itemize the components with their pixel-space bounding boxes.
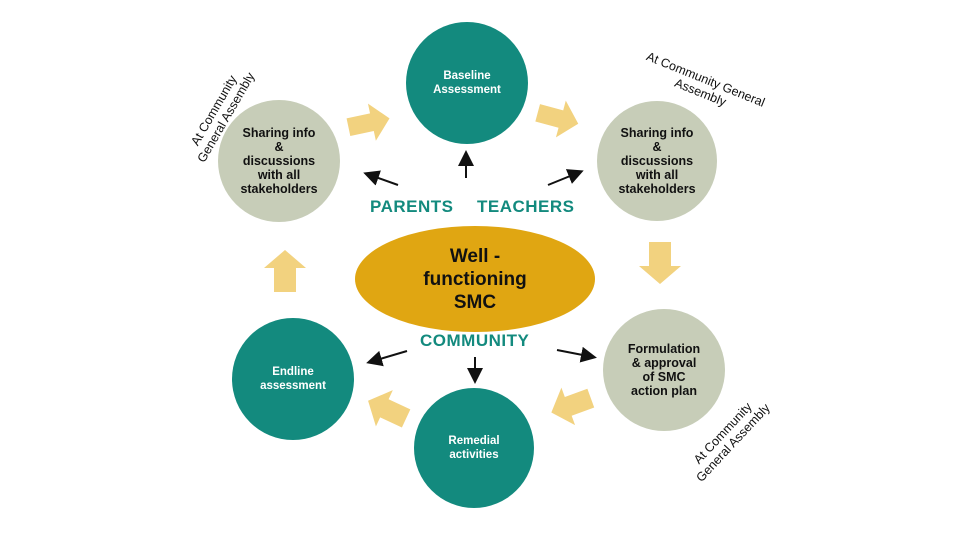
endline-assessment-label: Endline assessment bbox=[260, 366, 326, 392]
connector-to-formulation bbox=[556, 346, 597, 363]
connector-to-endline bbox=[366, 350, 408, 367]
formulation-action-plan-label: Formulation & approval of SMC action pla… bbox=[627, 342, 701, 398]
parents-label: PARENTS bbox=[370, 197, 454, 216]
teachers-label: TEACHERS bbox=[477, 197, 575, 216]
well-functioning-smc-label: Well - functioning SMC bbox=[423, 245, 527, 313]
remedial-activities-circle: Remedial activities bbox=[414, 388, 534, 508]
sharing-info-left-circle: Sharing info & discussions with all stak… bbox=[218, 100, 340, 222]
sharing-info-left-label: Sharing info & discussions with all stak… bbox=[240, 126, 318, 196]
sharing-info-right-circle: Sharing info & discussions with all stak… bbox=[597, 101, 717, 221]
well-functioning-smc-ellipse: Well - functioning SMC bbox=[355, 226, 595, 332]
baseline-assessment-label: Baseline Assessment bbox=[433, 70, 501, 96]
sharing-info-right-label: Sharing info & discussions with all stak… bbox=[618, 126, 696, 196]
cycle-arrow-to-formulation bbox=[639, 242, 681, 284]
cycle-arrow-to-remedial bbox=[551, 387, 595, 426]
connector-to-sharing-right bbox=[547, 169, 584, 186]
cycle-arrow-to-baseline bbox=[346, 103, 390, 141]
formulation-action-plan-circle: Formulation & approval of SMC action pla… bbox=[603, 309, 725, 431]
cycle-arrow-to-endline bbox=[368, 390, 411, 428]
cycle-arrow-to-sharing-left bbox=[264, 250, 306, 292]
endline-assessment-circle: Endline assessment bbox=[232, 318, 354, 440]
connector-to-sharing-left bbox=[363, 170, 399, 186]
community-label: COMMUNITY bbox=[420, 331, 530, 350]
remedial-activities-label: Remedial activities bbox=[448, 435, 500, 461]
baseline-assessment-circle: Baseline Assessment bbox=[406, 22, 528, 144]
cycle-arrow-to-sharing-right bbox=[535, 100, 579, 138]
